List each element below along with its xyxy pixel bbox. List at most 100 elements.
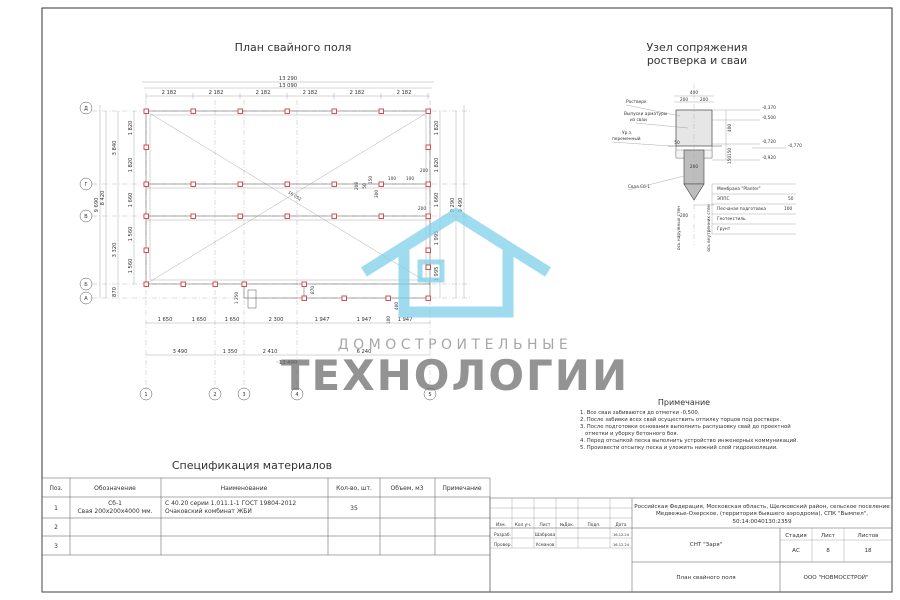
notes: Примечание 1. Все сваи забиваются до отм… <box>580 398 798 451</box>
stamp-name-2-text: Усманов <box>536 542 555 548</box>
detail-side-dims-0-text: 400 <box>727 124 733 132</box>
plan-right-small-2-text: 100 <box>388 176 396 182</box>
stamp-role-1-text: Разраб. <box>494 532 511 538</box>
plan-bottom-dims-2-0-text: 3 490 <box>173 349 188 355</box>
pile <box>425 295 431 301</box>
spec-rows-1-pos-text: 2 <box>54 524 58 531</box>
column-marker <box>290 387 304 401</box>
plan-right-overall-0-text: 9 290 <box>450 198 456 213</box>
spec-headers-2-text: Наименование <box>221 485 268 492</box>
plan-right-dims-0-text: 1 820 <box>434 121 440 136</box>
plan-dims-right: 1 820 1 820 1 660 1 995 1 995 9 290 9 49… <box>388 105 465 298</box>
spec-headers-0-text: Поз. <box>49 485 62 492</box>
pile <box>284 108 290 114</box>
plan-diag-label-text: 16 052 <box>287 190 303 203</box>
pile <box>284 213 290 219</box>
row-marker <box>79 101 93 115</box>
detail-layers-2-value-text: 100 <box>784 206 792 212</box>
plan-left-dims-b-2-text: 870 <box>112 287 118 297</box>
detail-levels-4-text: -0,920 <box>762 155 776 161</box>
grillage-outline <box>145 110 431 309</box>
pile <box>284 181 290 187</box>
pile <box>237 213 243 219</box>
plan-cols-1-text: 2 <box>213 392 216 398</box>
plan-rows-0-text: Д <box>84 106 88 112</box>
stamp-date-1-text: 16.12.24 <box>613 533 630 537</box>
plan-bottom-dims-2-3-text: 6 240 <box>357 349 372 355</box>
stamp-date-2-text: 16.12.24 <box>613 543 630 547</box>
pile <box>143 247 149 253</box>
pile <box>425 264 431 270</box>
detail-layers-3-name-text: Геотекстиль <box>717 216 746 222</box>
plan-left-dims-a-3-text: 1 560 <box>128 227 134 242</box>
detail-layers-4-name-text: Грунт <box>717 226 731 232</box>
plan-overall-top-2-text: 13 090 <box>279 83 297 89</box>
plan-dims-top-3-text: 2 182 <box>303 90 318 96</box>
plan-rows-1-text: Г <box>84 182 87 188</box>
stamp-address-2-text: Медвежье-Озерское, (территория бывшего а… <box>656 511 868 517</box>
plan-bottom-dims-1-3-text: 2 300 <box>269 317 284 323</box>
spec-headers-4-text: Объем, м3 <box>390 485 423 492</box>
detail-layer-legend: Мембрана "Planter" ЭППС 50 Песчаная подг… <box>711 183 796 235</box>
notes-items-5-text: 5. Произвести отсыпку песка и уложить ни… <box>580 444 778 451</box>
stamp-drawing-text: План свайного поля <box>676 574 735 581</box>
plan-dims-top-1-text: 2 182 <box>209 90 224 96</box>
stamp-cols-4-text: Подп. <box>587 522 600 528</box>
plan-left-dims-a-4-text: 1 560 <box>128 259 134 274</box>
spec-rows-0-code-1-text: Сб-1 <box>108 500 122 507</box>
house-icon <box>361 207 551 318</box>
detail-label-ground-1-text: Ур.з. <box>622 130 632 136</box>
detail-label-rebar-1-text: Выпуски арматуры <box>624 111 668 117</box>
watermark-logo: ДОМОСТРОИТЕЛЬНЫЕ ТЕХНОЛОГИИ <box>281 207 627 400</box>
stamp-cols-5-text: Дата <box>615 522 626 528</box>
spec-rows-0-qty-text: 35 <box>350 505 358 512</box>
plan-cols-4-text: 5 <box>428 392 431 398</box>
stamp-object-text: СНТ "Заря" <box>690 542 723 548</box>
pile-joint-detail: Узел сопряжения ростверка и сваи 400 200… <box>611 41 802 252</box>
detail-levels: -0,370 -0,500 -0,720 -0,770 -0,920 <box>712 105 802 161</box>
pile <box>331 213 337 219</box>
detail-width-parts-1-text: 200 <box>700 97 708 103</box>
spec-rows-0-code-2-text: Свая 200х200х4000 мм. <box>77 508 152 515</box>
title-block: Российская Федерация, Московская область… <box>489 497 893 593</box>
plan-rows-3-text: Б <box>84 282 88 288</box>
detail-title-1: Узел сопряжения <box>646 41 747 54</box>
pile <box>425 213 431 219</box>
spec-rows-0-pos-text: 1 <box>54 505 58 512</box>
column-marker <box>423 387 437 401</box>
detail-side-dims-2-text: 150 <box>727 148 733 156</box>
plan-dims-left: 1 820 1 820 1 660 1 560 1 560 3 840 3 32… <box>94 105 135 298</box>
plan-inner-dims: 208 50 150 300 16 052 1 250 870 400 100 <box>234 176 400 324</box>
row-marker <box>79 291 93 305</box>
pile <box>378 181 384 187</box>
plan-left-dims-c-0-text: 8 420 <box>100 191 106 206</box>
pile <box>425 247 431 253</box>
notes-items-3-text: отметки и уборку бетонного боя. <box>585 431 679 437</box>
plan-dims-top-0-text: 2 182 <box>162 90 177 96</box>
spec-headers-5-text: Примечание <box>442 485 481 492</box>
stamp-cols-3-text: №Док. <box>560 522 574 528</box>
detail-layers-2-name-text: Песчаная подготовка <box>717 206 766 212</box>
pile <box>190 181 196 187</box>
plan-right-small-0-text: 200 <box>420 168 428 174</box>
spec-rows-0-name-2-text: Очаковский комбинат ЖБИ <box>165 508 252 515</box>
row-marker <box>79 277 93 291</box>
plan-inner-dims-3-text: 300 <box>374 190 380 198</box>
pile <box>331 108 337 114</box>
detail-pile-label-text: Свая Сб-1 <box>628 184 650 190</box>
column-marker <box>139 387 153 401</box>
pile <box>190 108 196 114</box>
plan-right-small-3-text: 200 <box>418 206 426 212</box>
plan-bottom-dims-2-1-text: 1 350 <box>223 349 238 355</box>
stamp-cols-0-text: Изм. <box>496 522 506 528</box>
detail-side-dims-1-text: 50 <box>674 140 680 146</box>
stamp-sheet-text: 8 <box>826 548 830 554</box>
row-marker <box>79 177 93 191</box>
piles <box>143 108 431 301</box>
spec-headers-1-text: Обозначение <box>94 485 136 492</box>
pile <box>190 213 196 219</box>
plan-dims-top-2-text: 2 182 <box>256 90 271 96</box>
stamp-cols-1-text: Кол.уч. <box>515 522 531 528</box>
plan-small-vert-1-text: 870 <box>310 286 316 294</box>
plan-right-overall-1-text: 9 490 <box>458 198 464 213</box>
